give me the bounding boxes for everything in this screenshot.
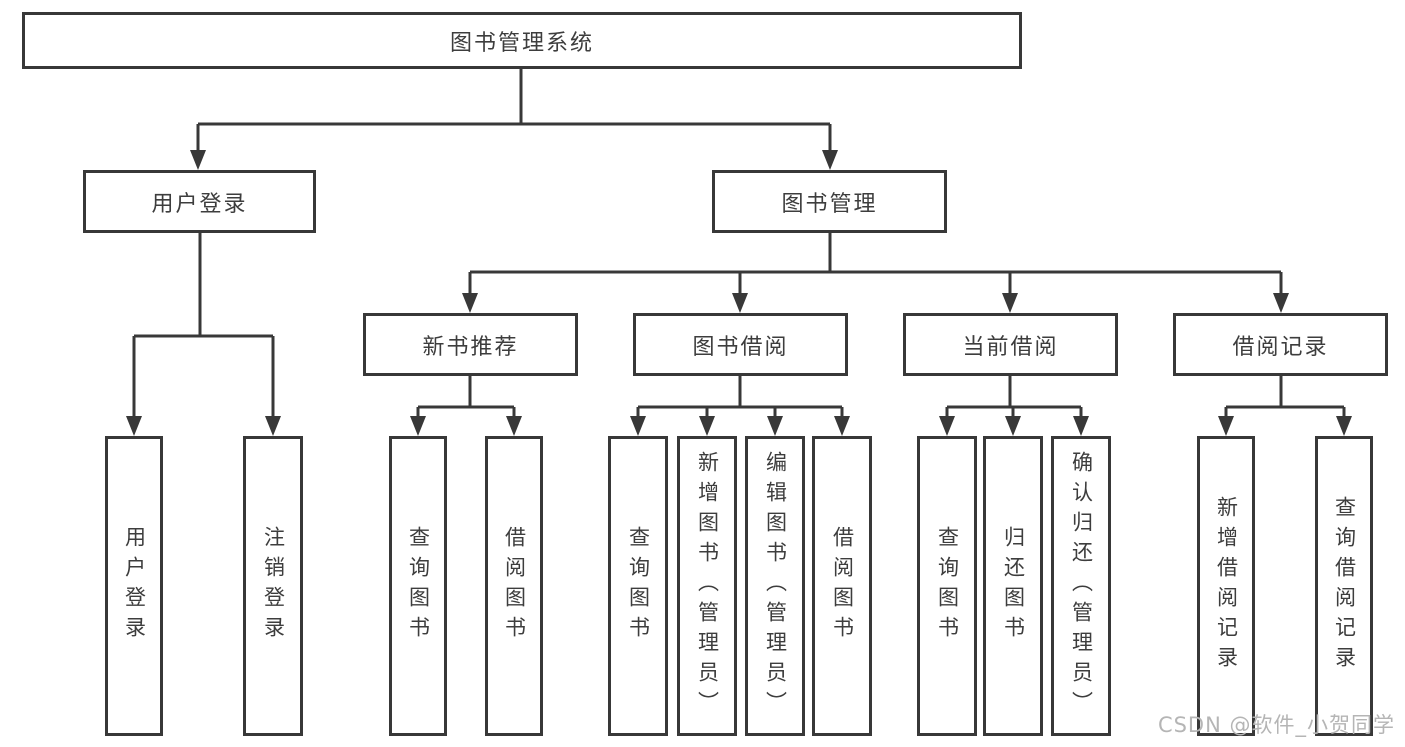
node-new-book-recommend: 新书推荐 bbox=[363, 313, 578, 376]
leaf-user-login: 用户登录 bbox=[105, 436, 163, 736]
leaf-label: 借阅图书 bbox=[502, 526, 527, 646]
leaf-label: 注销登录 bbox=[261, 526, 286, 646]
leaf-return-books: 归还图书 bbox=[983, 436, 1043, 736]
leaf-borrow-books: 借阅图书 bbox=[485, 436, 543, 736]
leaf-label: 归还图书 bbox=[1001, 526, 1026, 646]
leaf-query-books: 查询图书 bbox=[389, 436, 447, 736]
leaf-query-books-3: 查询图书 bbox=[917, 436, 977, 736]
leaf-label: 借阅图书 bbox=[830, 526, 855, 646]
node-label: 当前借阅 bbox=[962, 334, 1059, 360]
leaf-borrow-books-2: 借阅图书 bbox=[812, 436, 872, 736]
leaf-add-book-admin: 新增图书（管理员） bbox=[677, 436, 737, 736]
leaf-label: 编辑图书（管理员） bbox=[763, 451, 788, 721]
leaf-label: 查询图书 bbox=[626, 526, 651, 646]
node-user-login: 用户登录 bbox=[83, 170, 316, 233]
csdn-watermark: CSDN @软件_小贺同学 bbox=[1157, 713, 1395, 737]
node-label: 图书借阅 bbox=[692, 334, 789, 360]
leaf-edit-book-admin: 编辑图书（管理员） bbox=[745, 436, 805, 736]
leaf-query-borrow-record: 查询借阅记录 bbox=[1315, 436, 1373, 736]
leaf-add-borrow-record: 新增借阅记录 bbox=[1197, 436, 1255, 736]
node-label: 用户登录 bbox=[151, 191, 248, 217]
leaf-label: 新增图书（管理员） bbox=[695, 451, 720, 721]
node-label: 图书管理系统 bbox=[449, 30, 594, 56]
leaf-logout: 注销登录 bbox=[243, 436, 303, 736]
node-book-borrowing: 图书借阅 bbox=[633, 313, 848, 376]
node-library-system: 图书管理系统 bbox=[22, 12, 1022, 69]
leaf-label: 新增借阅记录 bbox=[1214, 496, 1239, 676]
leaf-label: 查询借阅记录 bbox=[1332, 496, 1357, 676]
leaf-label: 确认归还（管理员） bbox=[1069, 451, 1094, 721]
node-borrowing-records: 借阅记录 bbox=[1173, 313, 1388, 376]
leaf-label: 用户登录 bbox=[122, 526, 147, 646]
leaf-label: 查询图书 bbox=[935, 526, 960, 646]
leaf-label: 查询图书 bbox=[406, 526, 431, 646]
node-current-borrowing: 当前借阅 bbox=[903, 313, 1118, 376]
leaf-query-books-2: 查询图书 bbox=[608, 436, 668, 736]
leaf-confirm-return-admin: 确认归还（管理员） bbox=[1051, 436, 1111, 736]
node-book-management: 图书管理 bbox=[712, 170, 947, 233]
node-label: 借阅记录 bbox=[1232, 334, 1329, 360]
node-label: 新书推荐 bbox=[422, 334, 519, 360]
node-label: 图书管理 bbox=[781, 191, 878, 217]
